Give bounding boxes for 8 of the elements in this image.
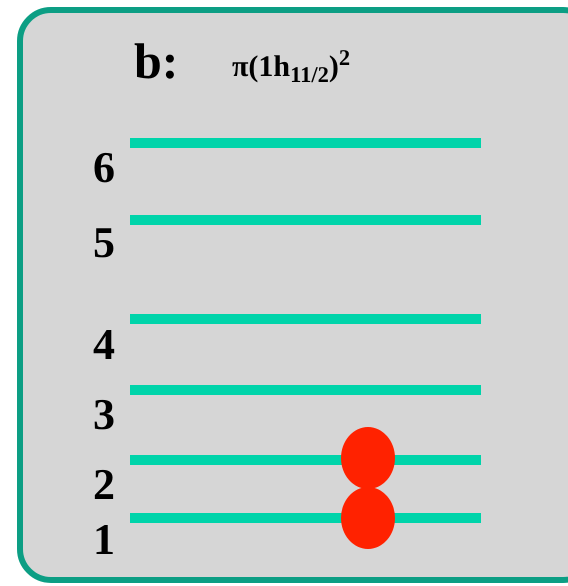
orbital-formula: π(1h$_{11/2}$)$^{2}$ xyxy=(232,52,350,82)
level-number: 3 xyxy=(92,393,116,437)
level-number: 5 xyxy=(92,221,116,265)
panel-title: b: xyxy=(134,36,178,86)
level-number: 1 xyxy=(92,518,116,562)
level-number: 4 xyxy=(92,323,116,367)
level-number: 6 xyxy=(92,146,116,190)
level-number: 2 xyxy=(92,463,116,507)
